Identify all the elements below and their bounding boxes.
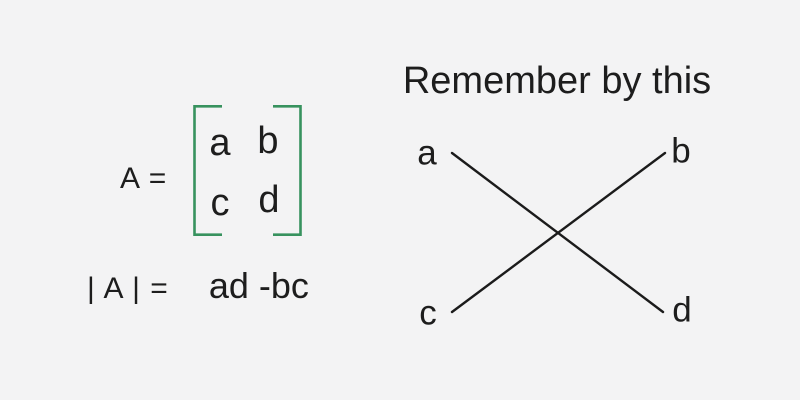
- matrix-cell-b: b: [257, 120, 279, 162]
- right-bracket: [273, 105, 302, 236]
- determinant-value: ad -bc: [208, 265, 309, 306]
- corner-label-a: a: [417, 133, 437, 173]
- matrix-brackets: [193, 105, 302, 236]
- matrix-cell-a: a: [209, 122, 231, 164]
- cross-line-c-to-b: [450, 151, 667, 314]
- corner-label-b: b: [671, 131, 691, 171]
- matrix-cell-c: c: [210, 182, 230, 224]
- cross-diagram: [450, 151, 667, 314]
- determinant-formula: | A | = ad -bc: [87, 268, 309, 304]
- determinant-label: | A | =: [87, 272, 169, 305]
- matrix-name-label: A =: [120, 162, 168, 195]
- corner-label-d: d: [672, 290, 692, 330]
- mnemonic-title: Remember by this: [402, 60, 712, 102]
- matrix-cell-d: d: [258, 179, 280, 221]
- corner-label-c: c: [419, 293, 437, 333]
- left-bracket: [193, 105, 222, 236]
